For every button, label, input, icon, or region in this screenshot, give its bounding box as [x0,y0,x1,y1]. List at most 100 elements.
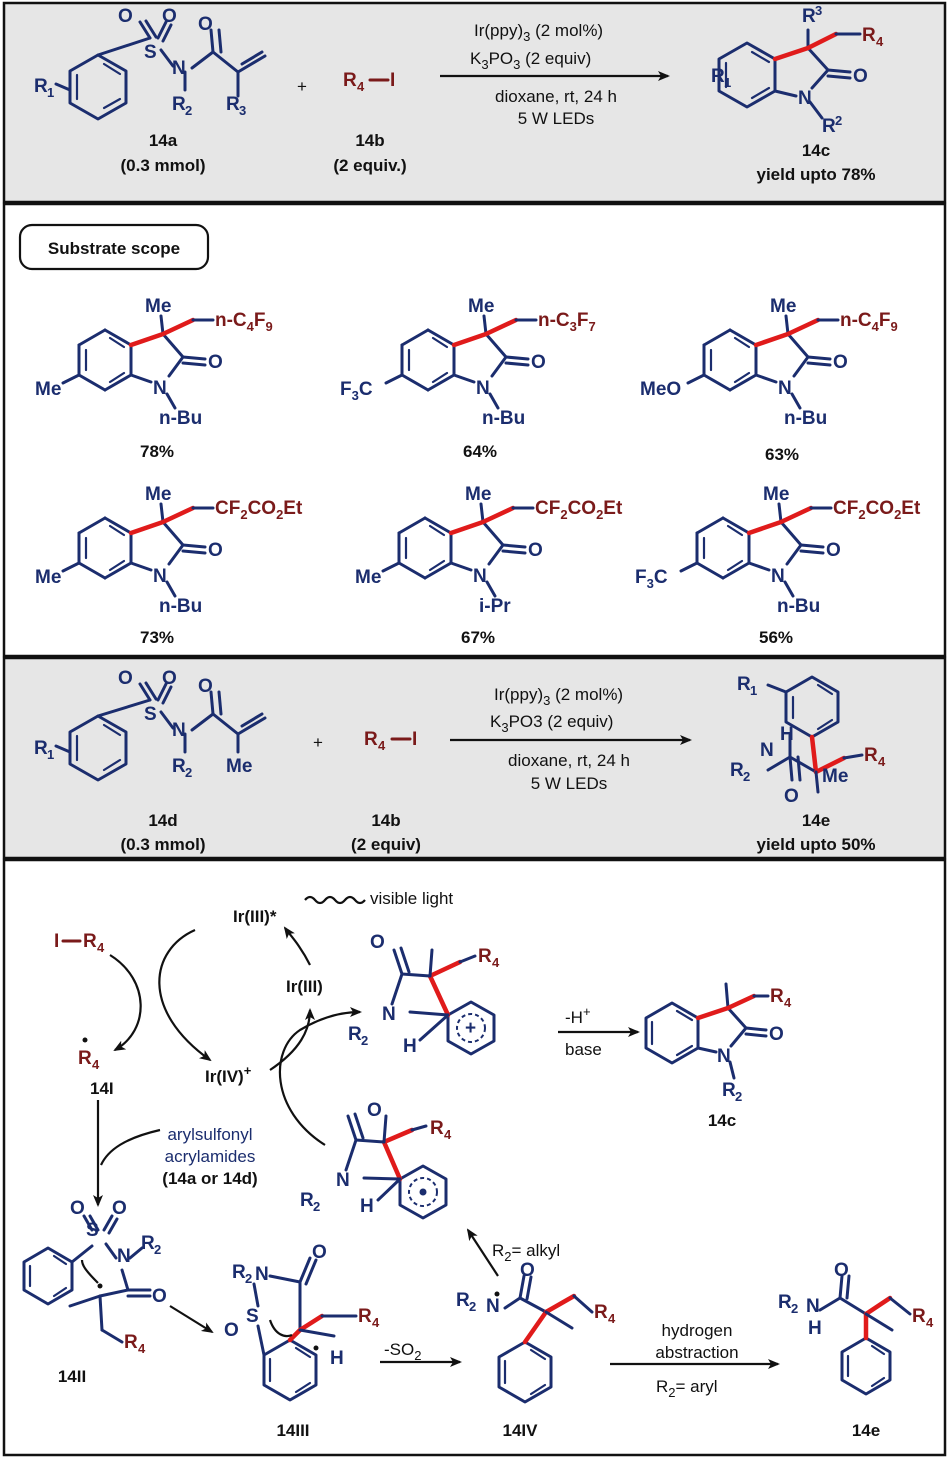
svg-text:I: I [390,70,395,91]
svg-text:O: O [198,14,213,35]
svg-text:N: N [153,566,167,587]
reactant-14a-amount: (0.3 mmol) [120,156,205,175]
h-abstraction-line2: abstraction [655,1343,738,1362]
scope-title-box [18,223,210,271]
svg-text:R: R [172,94,186,115]
svg-text:1: 1 [750,683,757,698]
svg-text:Me: Me [145,296,171,317]
svg-text:Me: Me [770,296,796,317]
r2-aryl-label: R2= aryl [656,1377,718,1400]
svg-text:Me: Me [35,379,61,400]
svg-text:H: H [780,724,794,745]
svg-text:R: R [226,94,240,115]
svg-text:R: R [172,756,186,777]
svg-text:Me: Me [35,567,61,588]
svg-text:R: R [124,1332,138,1353]
svg-text:R: R [83,931,97,952]
svg-text:2: 2 [743,769,750,784]
svg-text:4: 4 [784,995,792,1010]
ir3: Ir(III) [286,977,323,996]
iodide-14b-amount: (2 equiv.) [333,156,406,175]
svg-text:R: R [364,729,378,750]
svg-text:O: O [520,1260,535,1281]
svg-text:n-Bu: n-Bu [784,408,827,429]
svg-text:O: O [224,1320,239,1341]
reagent-line-3: (14a or 14d) [162,1169,257,1188]
svg-text:N: N [473,566,487,587]
int-14iii-label: 14III [276,1421,309,1440]
panel-mechanism [2,858,947,1457]
svg-text:R: R [822,116,836,137]
svg-text:O: O [112,1198,127,1219]
product-14e-yield: yield upto 50% [756,835,875,854]
svg-text:N: N [486,1296,500,1317]
svg-text:N: N [153,378,167,399]
svg-text:4: 4 [608,1311,616,1326]
svg-text:O: O [198,676,213,697]
r2-alkyl-label: R2= alkyl [492,1241,560,1264]
svg-text:4: 4 [876,34,884,49]
svg-text:H: H [808,1318,822,1339]
svg-text:O: O [162,668,177,689]
panel-substrate-scope [2,202,947,658]
svg-text:+: + [465,1018,476,1039]
svg-text:N: N [382,1004,396,1025]
svg-text:O: O [118,6,133,27]
svg-text:N: N [172,58,186,79]
condition-solvent: dioxane, rt, 24 h [495,87,617,106]
svg-text:Me: Me [355,567,381,588]
svg-text:R: R [770,986,784,1007]
svg-text:4: 4 [444,1127,452,1142]
iodide-14b-label: 14b [355,131,384,150]
svg-text:4: 4 [378,738,386,753]
svg-text:O: O [784,786,799,807]
svg-text:H: H [330,1348,344,1369]
scope-yield-4: 73% [140,628,174,647]
svg-text:3: 3 [239,103,246,118]
svg-text:R: R [711,66,725,87]
svg-text:N: N [778,378,792,399]
svg-text:O: O [853,66,868,87]
svg-text:4: 4 [138,1341,146,1356]
svg-text:I: I [412,729,417,750]
svg-text:O: O [208,540,223,561]
svg-text:O: O [834,1260,849,1281]
svg-text:2: 2 [185,103,192,118]
svg-text:n-C4F9: n-C4F9 [215,310,273,334]
svg-text:2: 2 [469,1299,476,1314]
svg-text:O: O [118,668,133,689]
svg-text:S: S [86,1220,99,1241]
condition-catalyst: Ir(ppy)3 (2 mol%) [474,21,603,44]
product-14c-label: 14c [802,141,830,160]
svg-text:R: R [912,1306,926,1327]
svg-text:2: 2 [245,1271,252,1286]
reagent-line-2: acrylamides [165,1147,256,1166]
svg-text:4: 4 [357,79,365,94]
reactant-14a-label: 14a [149,131,178,150]
svg-text:R: R [300,1190,314,1211]
svg-text:O: O [208,352,223,373]
svg-text:n-C4F9: n-C4F9 [840,310,898,334]
int-14ii-label: 14II [58,1367,86,1386]
base-label: base [565,1040,602,1059]
svg-text:R: R [730,760,744,781]
scope-yield-6: 56% [759,628,793,647]
svg-text:S: S [144,42,157,63]
svg-text:R: R [141,1233,155,1254]
svg-text:4: 4 [372,1315,380,1330]
svg-text:2: 2 [185,765,192,780]
svg-text:1: 1 [47,85,54,100]
svg-text:Me: Me [468,296,494,317]
svg-text:Me: Me [145,484,171,505]
